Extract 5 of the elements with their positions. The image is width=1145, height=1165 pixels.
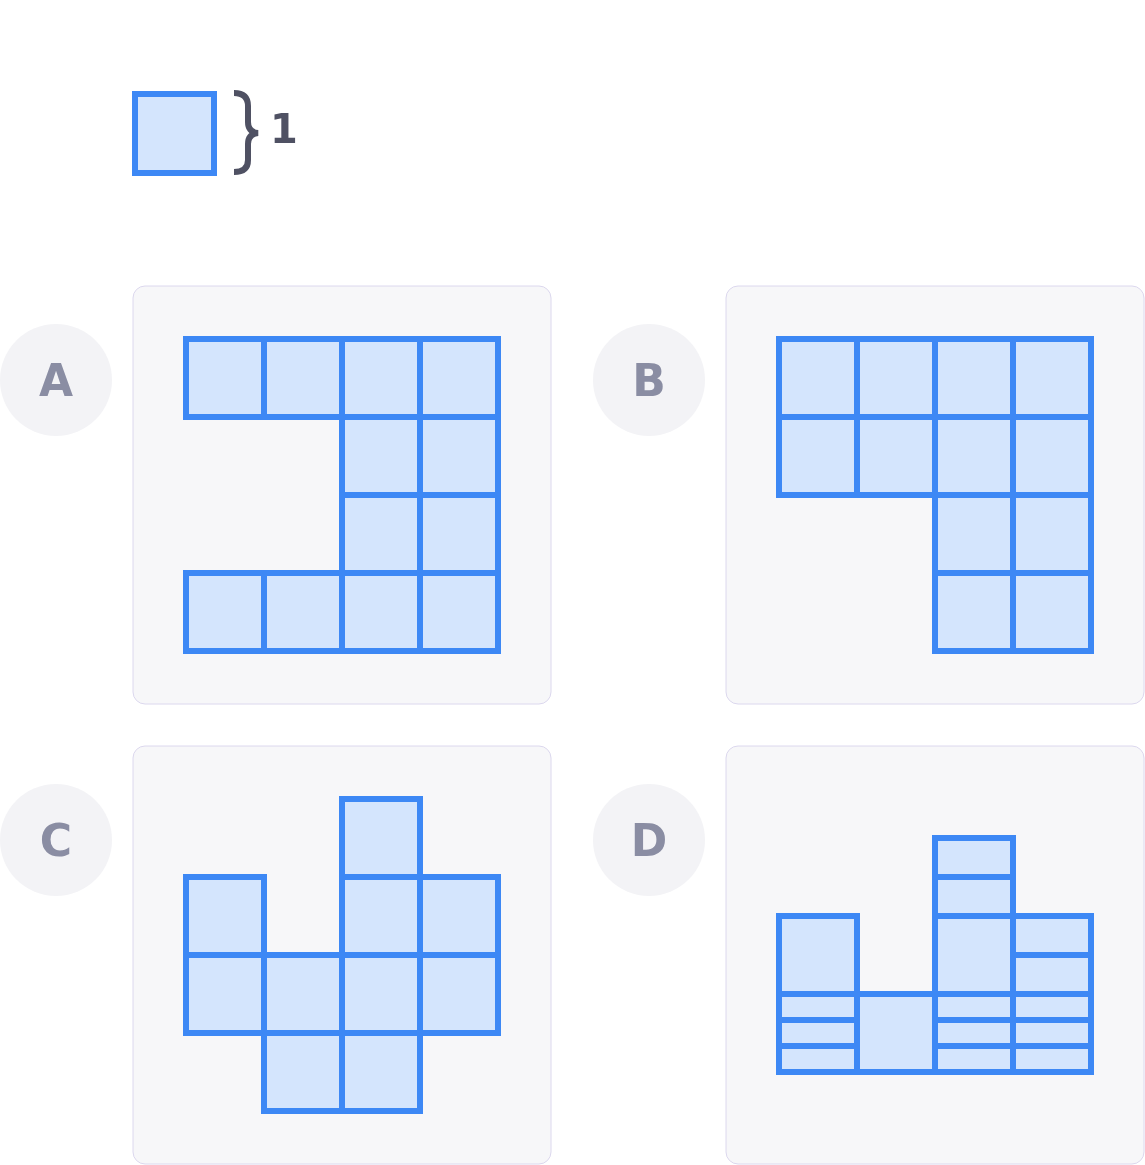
- option-letter: A: [38, 354, 74, 406]
- option-letter: C: [39, 814, 73, 866]
- unit-value: 1: [270, 106, 298, 152]
- option-letter: D: [630, 814, 668, 866]
- option-letter: B: [632, 354, 666, 406]
